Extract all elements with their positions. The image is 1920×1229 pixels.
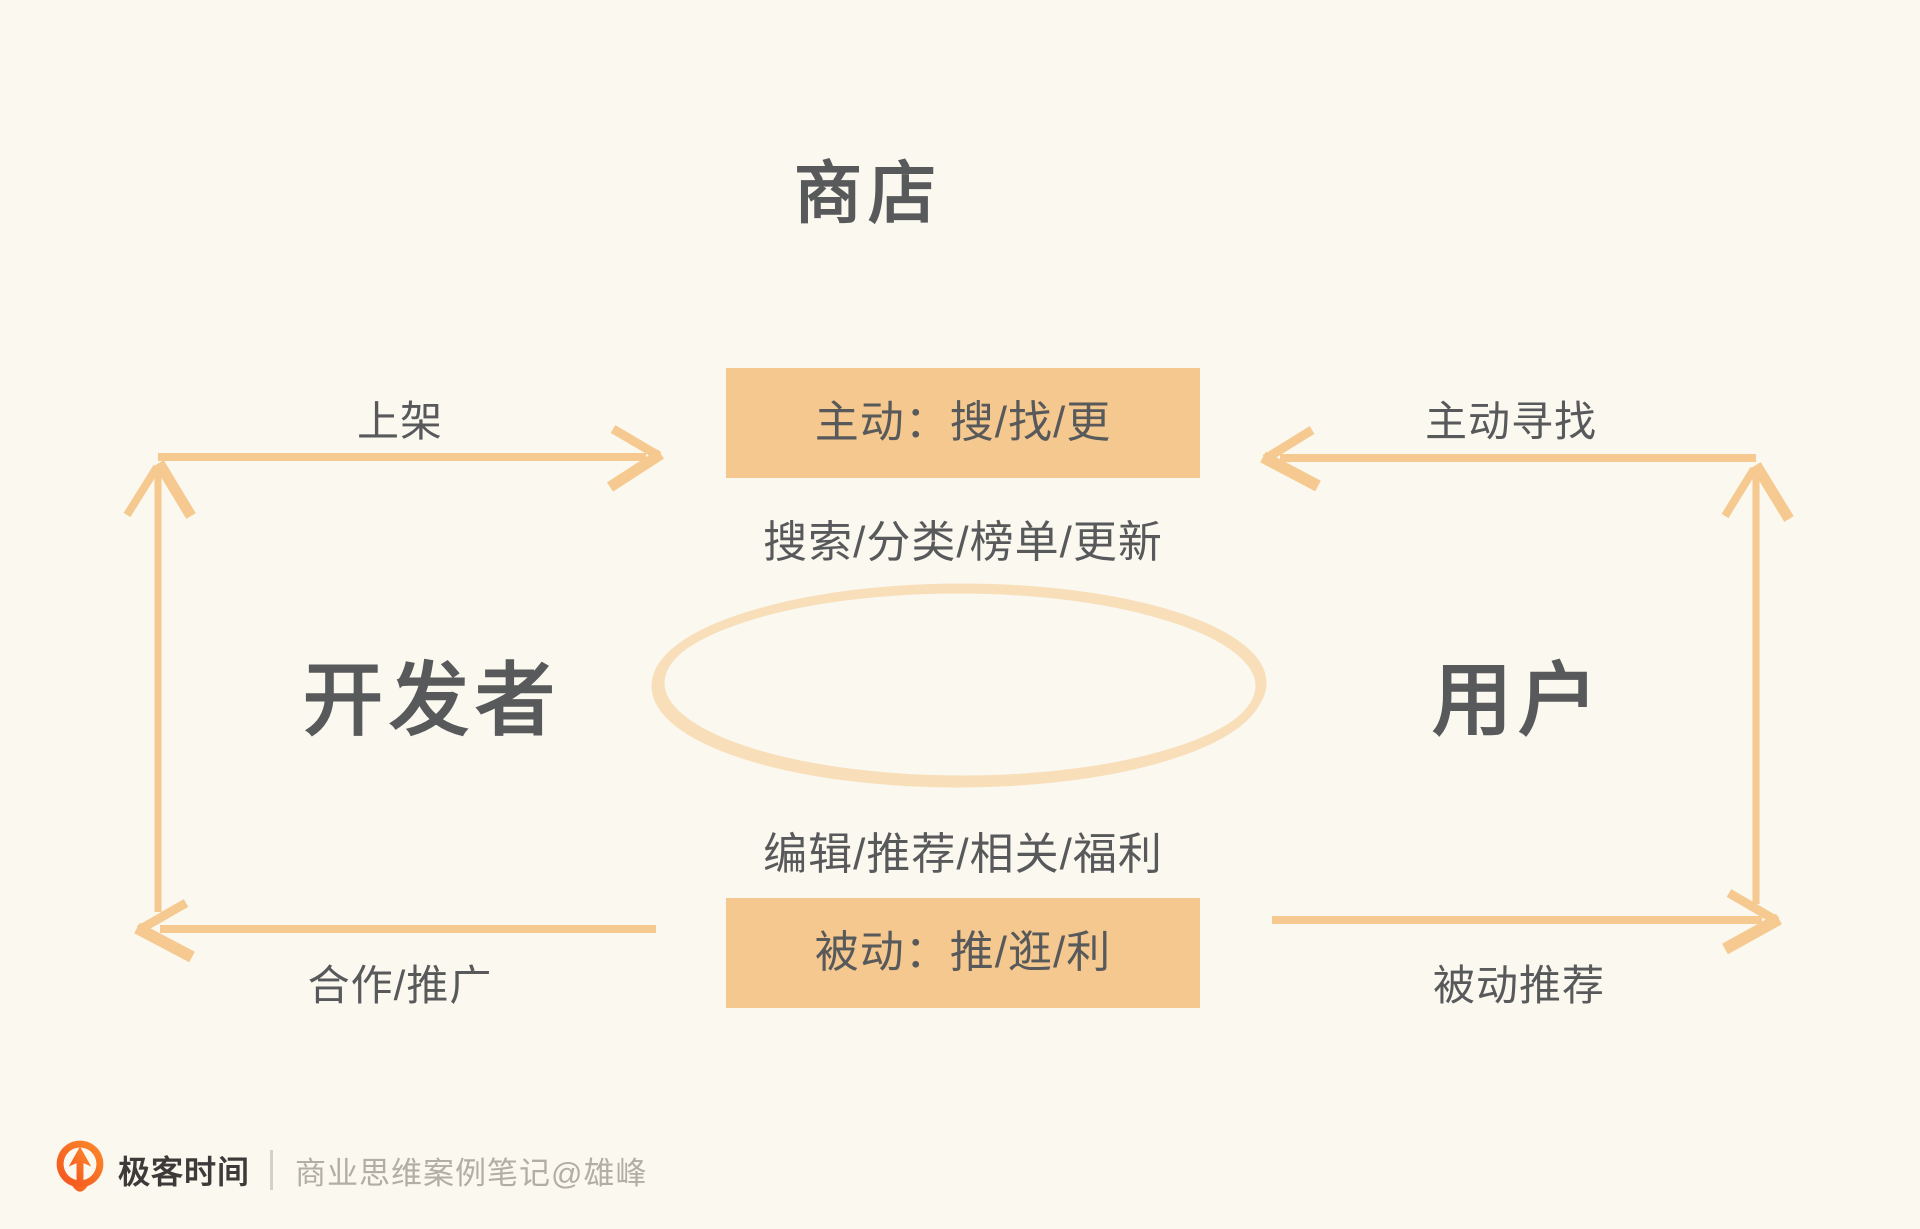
arrow-label-active-search: 主动寻找	[1424, 398, 1598, 445]
arrow-label-passive-recommend: 被动推荐	[1432, 962, 1606, 1009]
entity-user: 用户	[1432, 656, 1604, 745]
cycle-ellipse	[651, 583, 1267, 788]
footer-divider	[270, 1150, 274, 1190]
brand-name: 极客时间	[118, 1154, 251, 1190]
page-title: 商店	[793, 156, 943, 232]
passive-box: 被动：推/逛/利	[726, 898, 1200, 1008]
arrowhead-right-top-left	[607, 425, 664, 492]
footer-watermark: 极客时间 商业思维案例笔记@雄峰	[54, 1138, 647, 1202]
arrowhead-up-right	[1721, 462, 1794, 522]
arrowhead-left-bottom-left	[134, 899, 195, 963]
active-methods-text: 搜索/分类/榜单/更新	[763, 518, 1163, 567]
passive-methods-text: 编辑/推荐/相关/福利	[763, 830, 1163, 879]
geektime-pin-icon	[54, 1138, 106, 1202]
entity-developer: 开发者	[303, 656, 561, 745]
arrowhead-up-left	[123, 460, 196, 519]
arrowhead-right-bottom-right	[1722, 889, 1782, 955]
footer-caption: 商业思维案例笔记@雄峰	[295, 1155, 648, 1191]
arrow-label-cooperation: 合作/推广	[307, 962, 493, 1009]
arrow-label-publish: 上架	[356, 398, 444, 445]
arrowhead-left-top-right	[1260, 426, 1321, 492]
active-box: 主动：搜/找/更	[726, 368, 1200, 478]
